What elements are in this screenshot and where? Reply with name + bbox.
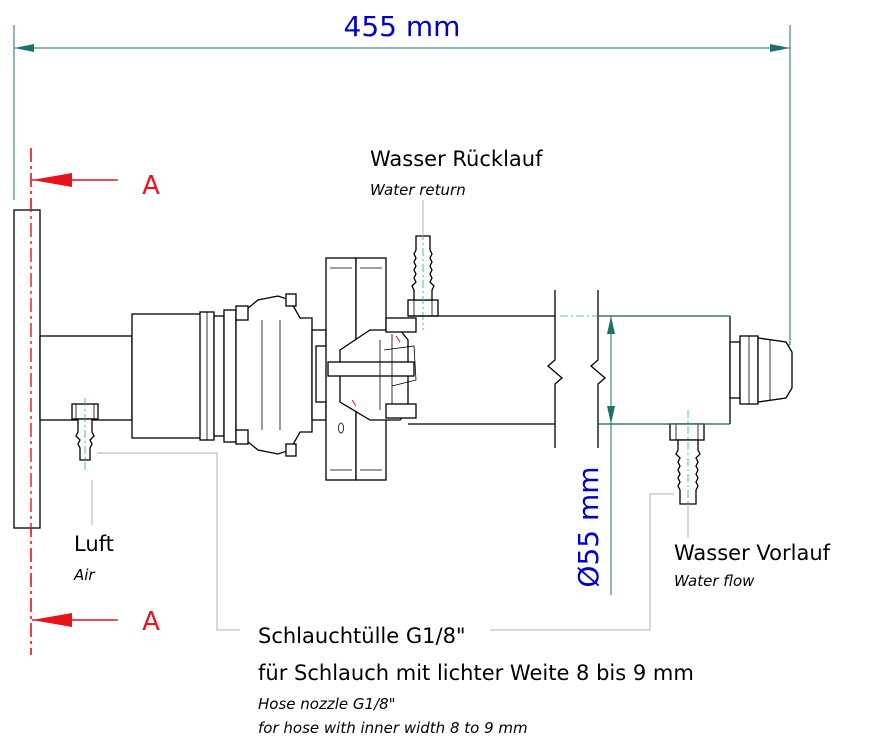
- overall-length-label: 455 mm: [344, 10, 461, 43]
- water-flow-label-de: Wasser Vorlauf: [674, 541, 831, 565]
- dimension-arrow-right-icon: [770, 44, 790, 52]
- leader-lines: [91, 200, 689, 631]
- dimension-arrow-left-icon: [14, 44, 34, 52]
- air-label-de: Luft: [74, 532, 114, 556]
- shaft: [39, 313, 203, 439]
- water-flow-label-en: Water flow: [674, 572, 755, 590]
- diameter-arrow-bottom-icon: [607, 406, 615, 424]
- section-arrow-bottom-icon: [32, 613, 72, 627]
- hose-nozzle-label-de-2: für Schlauch mit lichter Weite 8 bis 9 m…: [258, 661, 694, 685]
- diameter-dimension: Ø55 mm: [572, 315, 730, 595]
- section-marker-top: A: [32, 171, 160, 201]
- diameter-label: Ø55 mm: [572, 466, 605, 587]
- air-label-en: Air: [73, 566, 95, 584]
- water-flow-nozzle: [669, 410, 705, 515]
- water-return-label-de: Wasser Rücklauf: [370, 147, 543, 171]
- quick-coupling: [199, 293, 329, 457]
- hose-nozzle-label-en-1: Hose nozzle G1/8": [258, 695, 396, 713]
- hose-nozzle-label-en-2: for hose with inner width 8 to 9 mm: [258, 719, 528, 737]
- section-marker-bottom: A: [32, 607, 160, 637]
- water-return-label-en: Water return: [370, 181, 466, 199]
- flange-disc: [325, 257, 417, 481]
- section-arrow-top-icon: [32, 173, 72, 187]
- section-label-bottom: A: [142, 607, 160, 637]
- air-hose-nozzle: [71, 398, 99, 470]
- overall-length-dimension: 455 mm: [13, 10, 791, 346]
- hose-nozzle-label-de-1: Schlauchtülle G1/8": [258, 624, 466, 648]
- diameter-arrow-top-icon: [607, 316, 615, 334]
- section-label-top: A: [142, 171, 160, 201]
- cable-gland: [729, 335, 793, 405]
- flange-plate: [13, 209, 41, 529]
